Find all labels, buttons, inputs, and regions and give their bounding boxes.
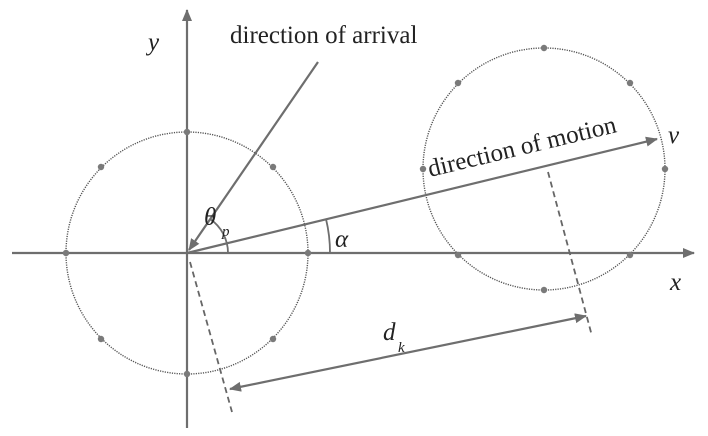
- direction-of-arrival-label: direction of arrival: [230, 22, 417, 49]
- sensor-node: [626, 79, 634, 87]
- sensor-node: [454, 251, 462, 259]
- distance-subscript: k: [398, 340, 405, 356]
- moved-array-sensors: [419, 44, 669, 294]
- velocity-label: v: [668, 122, 680, 149]
- distance-reference-line-start: [189, 261, 233, 413]
- alpha-label: α: [335, 226, 349, 253]
- sensor-node: [97, 163, 105, 171]
- alpha-angle-arc: [325, 218, 331, 254]
- theta-angle-arc: [209, 218, 229, 254]
- sensor-node: [183, 370, 191, 378]
- y-axis-label: y: [145, 29, 160, 56]
- distance-label: d: [383, 319, 396, 346]
- sensor-node: [540, 286, 548, 294]
- distance-arrow: [229, 313, 587, 392]
- sensor-node: [419, 165, 427, 173]
- sensor-node: [62, 249, 70, 257]
- sensor-node: [97, 335, 105, 343]
- sensor-node: [540, 44, 548, 52]
- sensor-node: [626, 251, 634, 259]
- sensor-node: [661, 165, 669, 173]
- sensor-node: [183, 128, 191, 136]
- distance-reference-line-end: [547, 171, 593, 337]
- theta-subscript: p: [221, 224, 230, 240]
- sensor-node: [304, 249, 312, 257]
- sensor-node: [269, 163, 277, 171]
- direction-of-motion-arrow: [186, 136, 658, 255]
- sensor-node: [454, 79, 462, 87]
- theta-label: θ: [204, 204, 216, 231]
- x-axis-label: x: [669, 269, 681, 296]
- sensor-node: [269, 335, 277, 343]
